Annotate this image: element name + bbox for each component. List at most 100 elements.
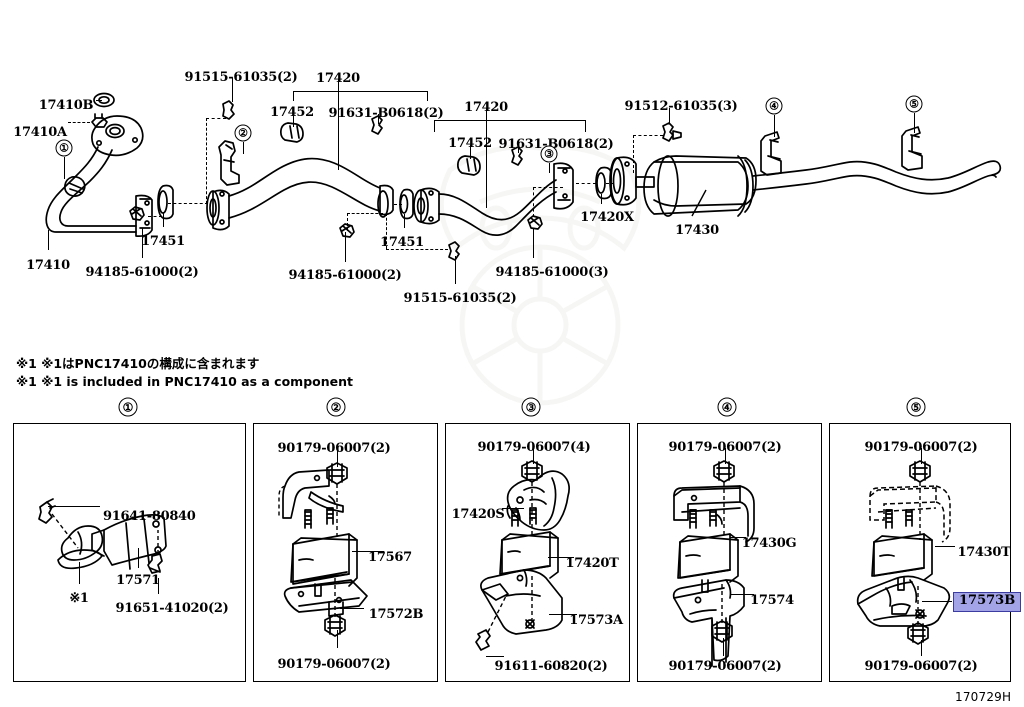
bracket-17420a-top [293, 91, 428, 93]
panel3-leader-17420t [548, 557, 574, 559]
part-label-17420[interactable]: 17420 [464, 100, 508, 115]
dash-leader-5 [347, 213, 348, 231]
part-label-17452[interactable]: 17452 [448, 136, 492, 151]
leader-91512 [669, 108, 671, 124]
panel-5-label-90179060072[interactable]: 90179-06007(2) [864, 440, 978, 455]
callout-circle-1[interactable]: ① [55, 139, 73, 157]
leader-circ5 [914, 113, 916, 133]
panel-3-label-17420s[interactable]: 17420S [451, 507, 505, 522]
note-line-japanese: ※1 ※1はPNC17410の構成に含まれます [16, 356, 260, 371]
callout-circle-2[interactable]: ② [234, 124, 252, 142]
panel-5 [829, 423, 1011, 682]
panel-3-label-17573a[interactable]: 17573A [569, 613, 623, 628]
part-label-17451[interactable]: 17451 [380, 235, 424, 250]
panel-3-label-90179060074[interactable]: 90179-06007(4) [477, 440, 591, 455]
callout-circle-3[interactable]: ③ [540, 145, 558, 163]
panel2-leader-bot-nut [337, 630, 339, 648]
part-label-91515610352[interactable]: 91515-61035(2) [184, 70, 298, 85]
part-label-17410[interactable]: 17410 [26, 258, 70, 273]
part-label-17410b[interactable]: 17410B [38, 98, 94, 113]
leader-17420x [601, 194, 603, 204]
panel3-leader-17573a [549, 614, 577, 616]
dash-leader-10 [533, 187, 534, 217]
dash-leader-7 [386, 213, 387, 249]
leader-circ3 [549, 163, 551, 173]
part-label-17420x[interactable]: 17420X [580, 210, 634, 225]
dash-leader-14 [633, 135, 634, 173]
leader-17410 [48, 230, 50, 250]
leader-91515b [455, 256, 457, 284]
part-label-91631b06182[interactable]: 91631-B0618(2) [328, 106, 444, 121]
panel-4-label-17430g[interactable]: 17430G [741, 536, 797, 551]
part-label-17420[interactable]: 17420 [316, 71, 360, 86]
panel-2-label-90179060072[interactable]: 90179-06007(2) [277, 657, 391, 672]
panel-4-label-17574[interactable]: 17574 [750, 593, 794, 608]
panel2-leader-17572b [340, 608, 364, 610]
part-label-94185610003[interactable]: 94185-61000(3) [495, 265, 609, 280]
callout-circle-5[interactable]: ⑤ [905, 95, 923, 113]
part-label-94185610002[interactable]: 94185-61000(2) [288, 268, 402, 283]
panel3-leader-top-nut [533, 448, 535, 464]
panel-3-label-91611608202[interactable]: 91611-60820(2) [494, 659, 608, 674]
part-label-17410a[interactable]: 17410A [13, 125, 67, 140]
bracket-17420a-stem [338, 79, 340, 91]
dash-leader-6 [347, 213, 383, 214]
leader-94185c [533, 228, 535, 258]
panel-2-label-17567[interactable]: 17567 [368, 550, 412, 565]
panel2-leader-17567 [352, 551, 384, 553]
part-label-91512610353[interactable]: 91512-61035(3) [624, 99, 738, 114]
panel-header-circle-3: ③ [521, 397, 541, 417]
leader-circ2 [243, 142, 245, 154]
leader-17452a [293, 113, 295, 127]
panel-header-circle-2: ② [326, 397, 346, 417]
panel-1 [13, 423, 246, 682]
panel-5-label-90179060072[interactable]: 90179-06007(2) [864, 659, 978, 674]
dash-leader-2 [168, 203, 208, 204]
dash-leader-3 [206, 118, 207, 204]
part-label-17451[interactable]: 17451 [141, 234, 185, 249]
panel5-leader-bot-nut [921, 640, 923, 656]
dash-leader-17 [68, 122, 90, 123]
leader-circ1 [64, 157, 66, 179]
leader-91515a [232, 78, 234, 102]
panel5-leader-17430t [935, 546, 955, 548]
dash-leader-11 [533, 187, 563, 188]
bracket-17420b-right [585, 120, 587, 132]
part-label-17430[interactable]: 17430 [675, 223, 719, 238]
panel2-leader-top-nut [337, 449, 339, 467]
panel-2-label-17572b[interactable]: 17572B [368, 607, 424, 622]
bracket-17420a-right [427, 91, 429, 101]
dash-leader-1 [148, 216, 162, 217]
part-label-94185610002[interactable]: 94185-61000(2) [85, 265, 199, 280]
panel-4-label-90179060072[interactable]: 90179-06007(2) [668, 440, 782, 455]
leader-circ4 [774, 115, 776, 137]
panel-4-label-90179060072[interactable]: 90179-06007(2) [668, 659, 782, 674]
panel-1-label-1[interactable]: ※1 [69, 591, 89, 606]
leader-17451a [163, 213, 165, 227]
panel5-leader-17573b [922, 601, 952, 603]
leader-17430-diag [686, 189, 716, 220]
figure-code: 170729H [955, 690, 1012, 704]
panel-1-label-91651410202[interactable]: 91651-41020(2) [115, 601, 229, 616]
dash-leader-9 [394, 204, 402, 205]
dash-leader-15 [633, 135, 663, 136]
panel3-leader-91611 [486, 656, 504, 658]
panel-header-circle-5: ⑤ [906, 397, 926, 417]
bracket-17420b-left [434, 120, 436, 132]
panel-1-label-17571[interactable]: 17571 [116, 573, 160, 588]
leader-17452b [470, 145, 472, 159]
leader-94185a [142, 228, 144, 258]
panel-3-label-17420t[interactable]: 17420T [565, 556, 619, 571]
panel-1-label-9164180840[interactable]: 91641-80840 [103, 509, 196, 524]
highlighted-part-chip[interactable]: 17573B [953, 592, 1022, 612]
panel1-leader-17571 [138, 548, 140, 568]
bracket-17420a-left [293, 91, 295, 101]
callout-circle-4[interactable]: ④ [765, 97, 783, 115]
panel-2-label-90179060072[interactable]: 90179-06007(2) [277, 441, 391, 456]
part-label-17452[interactable]: 17452 [270, 105, 314, 120]
panel-5-label-17430t[interactable]: 17430T [957, 545, 1011, 560]
part-label-91631b06182[interactable]: 91631-B0618(2) [498, 137, 614, 152]
panel5-leader-top-nut [921, 448, 923, 464]
part-label-91515610352[interactable]: 91515-61035(2) [403, 291, 517, 306]
